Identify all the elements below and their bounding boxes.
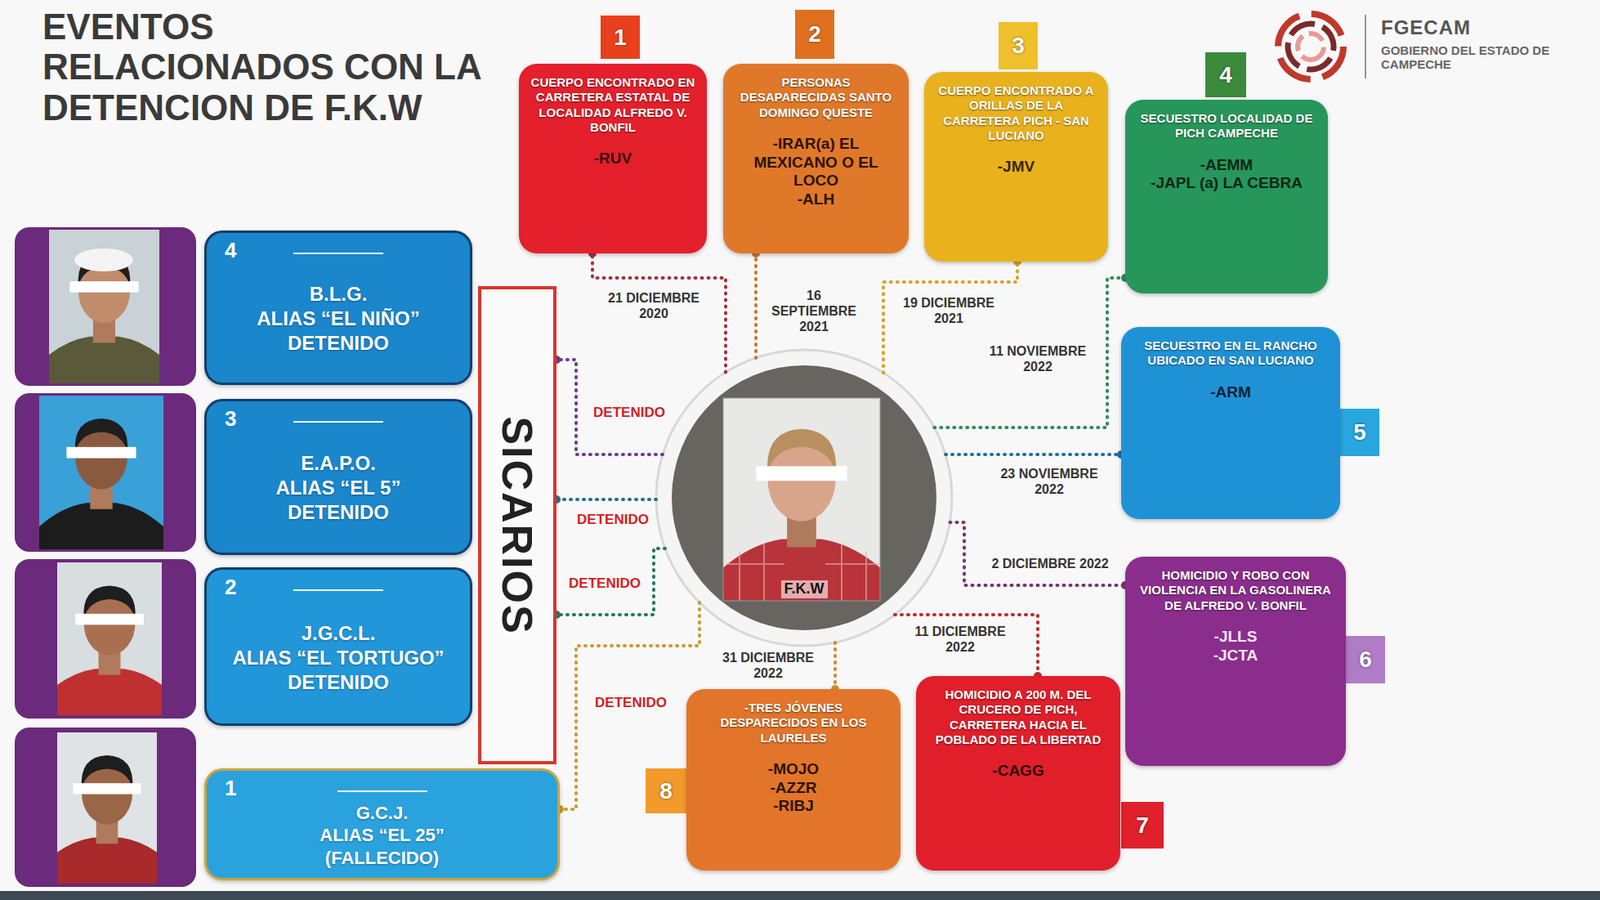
suspect-line: ALIAS “EL NIÑO” xyxy=(256,306,421,331)
date-label: 11 DICIEMBRE 2022 xyxy=(896,623,1024,657)
dotted-connector xyxy=(833,642,837,689)
suspect-line: J.G.C.L. xyxy=(301,621,376,646)
date-label: 23 NOVIEMBRE 2022 xyxy=(985,465,1113,499)
callout-number: 4 xyxy=(1205,52,1247,98)
bottom-bar xyxy=(0,890,1600,900)
row-number: 3 xyxy=(216,406,237,432)
event-box: CUERPO ENCONTRADO EN CARRETERA ESTATAL D… xyxy=(518,63,707,254)
callout-number: 7 xyxy=(1121,801,1164,849)
suspect-line: E.A.P.O. xyxy=(300,451,376,476)
suspect-box: 2J.G.C.L.ALIAS “EL TORTUGO”DETENIDO xyxy=(204,567,473,726)
status-label: DETENIDO xyxy=(592,693,670,712)
suspect-initials: -RIBJ xyxy=(694,796,893,816)
status-label: DETENIDO xyxy=(574,510,652,529)
suspect-line: DETENIDO xyxy=(287,500,389,525)
suspect-line: DETENIDO xyxy=(287,670,389,695)
suspect-box: 4B.L.G.ALIAS “EL NIÑO”DETENIDO xyxy=(204,230,473,385)
dotted-connector xyxy=(556,548,666,615)
suspect-line: G.C.J. xyxy=(356,801,409,825)
callout-number: 1 xyxy=(600,15,640,59)
suspect-initials: -AEMM xyxy=(1133,156,1320,175)
dotted-connector xyxy=(754,253,758,358)
header-rule xyxy=(293,252,384,255)
suspect-initials: -ALH xyxy=(731,190,901,210)
person-label: F.K.W xyxy=(781,580,828,599)
event-box: SECUESTRO LOCALIDAD DE PICH CAMPECHE -AEM… xyxy=(1125,99,1328,294)
dotted-connector xyxy=(949,522,1126,586)
suspect-initials: -JMV xyxy=(932,157,1100,177)
callout-number: 2 xyxy=(795,9,835,59)
event-title: HOMICIDIO Y ROBO CON VIOLENCIA EN LA GAS… xyxy=(1133,567,1338,613)
date-label: 16 SEPTIEMBRE 2021 xyxy=(762,287,866,336)
suspect-initials: -MOJO xyxy=(694,759,893,779)
row-number: 2 xyxy=(216,574,237,600)
suspect-initials: -JCTA xyxy=(1133,646,1338,666)
suspect-line: ALIAS “EL TORTUGO” xyxy=(232,645,444,671)
date-label: 2 DICIEMBRE 2022 xyxy=(988,555,1111,573)
event-title: -TRES JÓVENES DESPARECIDOS EN LOS LAUREL… xyxy=(694,700,893,746)
row-number: 1 xyxy=(216,775,237,801)
event-box: SECUESTRO EN EL RANCHO UBICADO EN SAN LU… xyxy=(1121,326,1341,519)
agency-logo xyxy=(1278,13,1344,80)
suspect-initials: -AZZR xyxy=(694,778,893,798)
group-label: SICARIOS xyxy=(492,415,542,635)
event-box: -TRES JÓVENES DESPARECIDOS EN LOS LAUREL… xyxy=(686,688,901,871)
status-label: DETENIDO xyxy=(590,403,668,422)
event-title: SECUESTRO EN EL RANCHO UBICADO EN SAN LU… xyxy=(1129,338,1332,369)
date-label: 21 DICIEMBRE 2020 xyxy=(594,290,714,323)
event-box: HOMICIDIO A 200 M. DEL CRUCERO DE PICH, … xyxy=(916,675,1121,871)
event-box: PERSONAS DESAPARECIDAS SANTO DOMINGO QUE… xyxy=(723,63,909,254)
dotted-connector xyxy=(592,253,726,373)
header-rule xyxy=(337,790,428,792)
dotted-connector xyxy=(556,497,657,501)
date-label: 11 NOVIEMBRE 2022 xyxy=(974,343,1102,376)
callout-number: 8 xyxy=(645,768,687,814)
suspect-initials: -CAGG xyxy=(924,761,1113,781)
dotted-connector xyxy=(894,614,1038,676)
suspect-initials: -JAPL (a) LA CEBRA xyxy=(1133,174,1320,193)
dotted-connector xyxy=(945,452,1122,456)
header-rule xyxy=(293,589,384,591)
page-title: EVENTOS RELACIONADOS CON LA DETENCION DE… xyxy=(42,6,501,128)
agency-name: FGECAM xyxy=(1381,16,1471,40)
suspect-line: ALIAS “EL 25” xyxy=(319,823,444,847)
suspect-initials: -RUV xyxy=(527,149,699,169)
header-rule xyxy=(293,420,384,423)
event-title: CUERPO ENCONTRADO A ORILLAS DE LA CARRET… xyxy=(932,83,1100,144)
row-number: 4 xyxy=(216,237,237,264)
suspect-box: 3E.A.P.O.ALIAS “EL 5”DETENIDO xyxy=(204,398,473,555)
suspect-photos xyxy=(14,227,197,887)
event-title: CUERPO ENCONTRADO EN CARRETERA ESTATAL D… xyxy=(527,75,699,135)
suspect-initials: -ARM xyxy=(1129,383,1332,403)
person-circle: F.K.W xyxy=(656,349,952,646)
callout-number: 6 xyxy=(1345,635,1386,684)
logo-separator xyxy=(1364,14,1367,79)
agency-subtitle: GOBIERNO DEL ESTADO DE CAMPECHE xyxy=(1381,44,1586,72)
suspect-line: (FALLECIDO) xyxy=(325,846,439,870)
status-label: DETENIDO xyxy=(566,574,644,593)
callout-number: 3 xyxy=(998,22,1038,70)
suspect-line: B.L.G. xyxy=(309,281,368,307)
suspect-box: 1G.C.J.ALIAS “EL 25”(FALLECIDO) xyxy=(204,768,560,881)
event-title: HOMICIDIO A 200 M. DEL CRUCERO DE PICH, … xyxy=(924,687,1113,747)
event-box: HOMICIDIO Y ROBO CON VIOLENCIA EN LA GAS… xyxy=(1125,556,1346,766)
suspect-line: ALIAS “EL 5” xyxy=(276,475,402,501)
callout-number: 5 xyxy=(1340,408,1380,456)
suspect-line: DETENIDO xyxy=(287,330,389,356)
date-label: 31 DICIEMBRE 2022 xyxy=(708,649,828,683)
date-label: 19 DICIEMBRE 2021 xyxy=(889,294,1009,328)
group-band: SICARIOS xyxy=(478,286,557,765)
suspect-initials: -JLLS xyxy=(1133,627,1338,647)
event-title: PERSONAS DESAPARECIDAS SANTO DOMINGO QUE… xyxy=(731,75,901,121)
event-box: CUERPO ENCONTRADO A ORILLAS DE LA CARRET… xyxy=(924,71,1109,262)
suspect-initials: -IRAR(a) EL MEXICANO O EL LOCO xyxy=(731,134,901,191)
event-title: SECUESTRO LOCALIDAD DE PICH CAMPECHE xyxy=(1133,111,1320,142)
